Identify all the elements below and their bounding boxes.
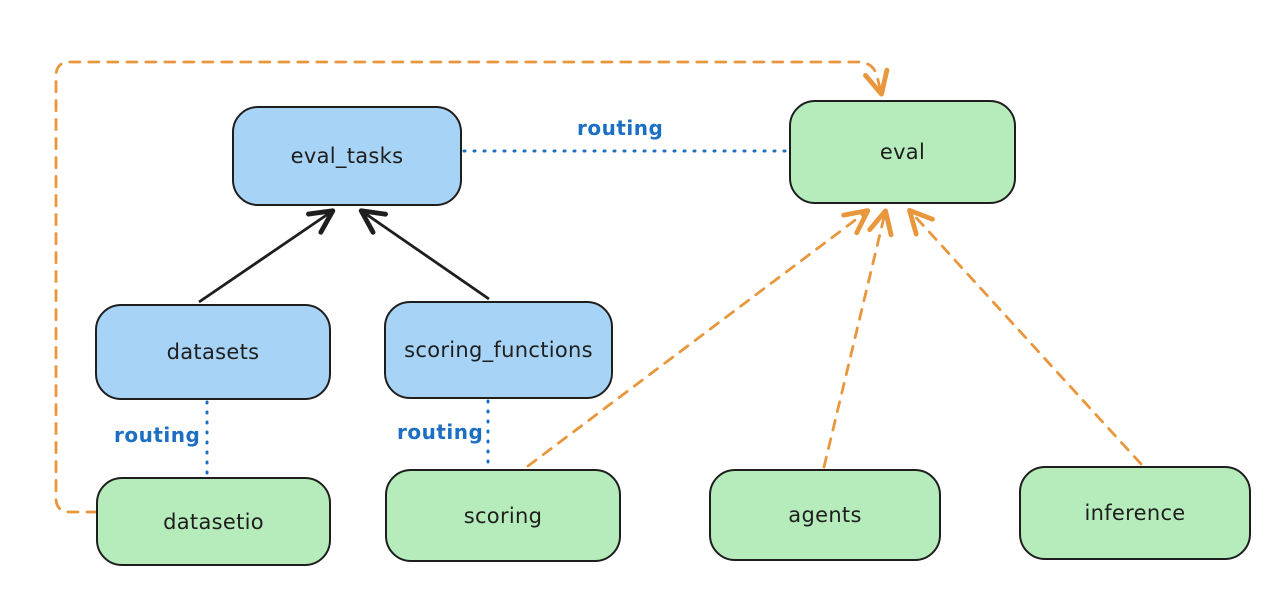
node-scoring-label: scoring [463,503,543,528]
node-scoring: scoring [385,469,621,562]
edge-agents-to-eval [822,208,894,469]
node-eval-tasks-label: eval_tasks [290,144,404,168]
node-scoring-functions-label: scoring_functions [404,338,593,362]
node-datasetio-label: datasetio [163,509,264,534]
node-datasets: datasets [95,304,331,400]
node-agents: agents [709,469,941,561]
node-inference-label: inference [1084,501,1186,525]
node-eval: eval [789,100,1016,204]
edge-label-routing-datasets-datasetio: routing [114,423,201,447]
edge-scoring-functions-to-eval-tasks [358,208,490,301]
node-eval-tasks: eval_tasks [232,106,462,206]
node-scoring-functions: scoring_functions [384,301,613,399]
node-agents-label: agents [788,503,862,527]
edge-datasets-to-eval-tasks [198,208,336,304]
edge-inference-to-eval [907,207,1143,466]
edge-label-routing-eval-tasks-eval: routing [577,116,664,140]
node-datasetio: datasetio [96,477,331,566]
node-eval-label: eval [879,140,926,164]
edge-label-routing-scoring-functions-scoring: routing [397,420,484,444]
node-datasets-label: datasets [166,340,260,364]
node-inference: inference [1019,466,1251,560]
